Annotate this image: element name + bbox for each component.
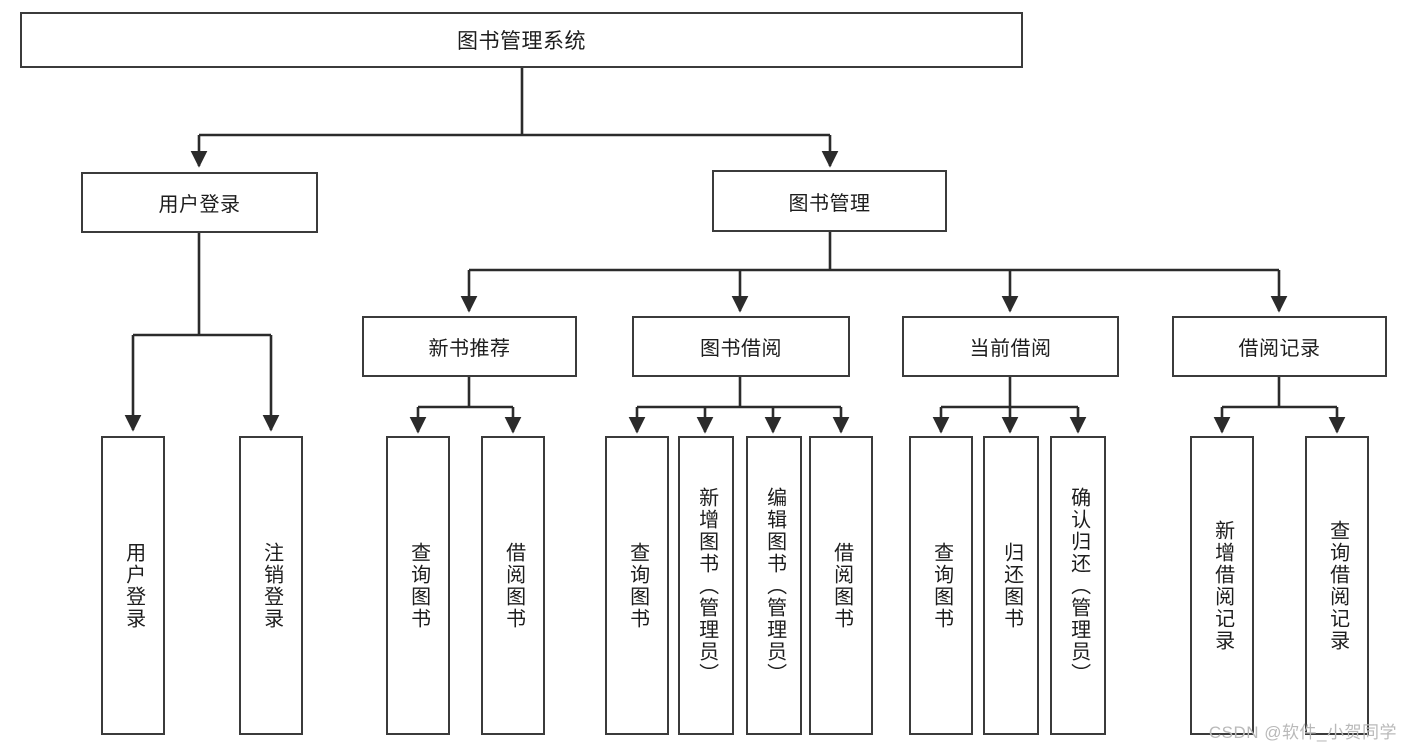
leaf-query-book-recommendation[interactable]: 查询图书 [386,436,450,735]
leaf-return-book[interactable]: 归还图书 [983,436,1039,735]
node-label: 编辑图书（管理员） [763,486,786,685]
node-new-book-recommendation[interactable]: 新书推荐 [362,316,577,377]
node-current-borrow[interactable]: 当前借阅 [902,316,1119,377]
node-label: 图书借阅 [700,338,782,360]
leaf-add-borrow-record[interactable]: 新增借阅记录 [1190,436,1254,735]
leaf-user-login[interactable]: 用户登录 [101,436,165,735]
leaf-query-book-borrow[interactable]: 查询图书 [605,436,669,735]
node-book-borrow[interactable]: 图书借阅 [632,316,850,377]
leaf-add-book-admin[interactable]: 新增图书（管理员） [678,436,734,735]
leaf-query-borrow-record[interactable]: 查询借阅记录 [1305,436,1369,735]
node-label: 新增图书（管理员） [695,486,718,685]
node-label: 确认归还（管理员） [1067,486,1090,685]
node-label: 查询图书 [626,541,649,630]
node-label: 借阅记录 [1238,338,1321,360]
leaf-borrow-book[interactable]: 借阅图书 [809,436,873,735]
node-user-login[interactable]: 用户登录 [81,172,318,233]
node-book-management[interactable]: 图书管理 [712,170,947,232]
node-borrow-record[interactable]: 借阅记录 [1172,316,1387,377]
node-label: 归还图书 [1000,541,1023,630]
node-label: 用户登录 [158,194,241,216]
node-label: 借阅图书 [830,541,853,630]
leaf-borrow-book-recommendation[interactable]: 借阅图书 [481,436,545,735]
node-label: 新书推荐 [428,338,511,360]
node-label: 新增借阅记录 [1211,519,1234,652]
leaf-logout[interactable]: 注销登录 [239,436,303,735]
node-label: 查询借阅记录 [1326,519,1349,652]
node-label: 查询图书 [930,541,953,630]
node-label: 图书管理系统 [457,30,586,53]
leaf-confirm-return-admin[interactable]: 确认归还（管理员） [1050,436,1106,735]
node-label: 查询图书 [407,541,430,630]
node-label: 注销登录 [260,541,283,630]
node-label: 当前借阅 [969,338,1052,360]
node-label: 图书管理 [788,192,871,215]
node-label: 借阅图书 [502,541,525,630]
leaf-edit-book-admin[interactable]: 编辑图书（管理员） [746,436,802,735]
node-label: 用户登录 [122,541,145,630]
leaf-query-book-current[interactable]: 查询图书 [909,436,973,735]
node-root-book-management-system[interactable]: 图书管理系统 [20,12,1023,68]
watermark: CSDN @软件_小贺同学 [1208,723,1397,742]
